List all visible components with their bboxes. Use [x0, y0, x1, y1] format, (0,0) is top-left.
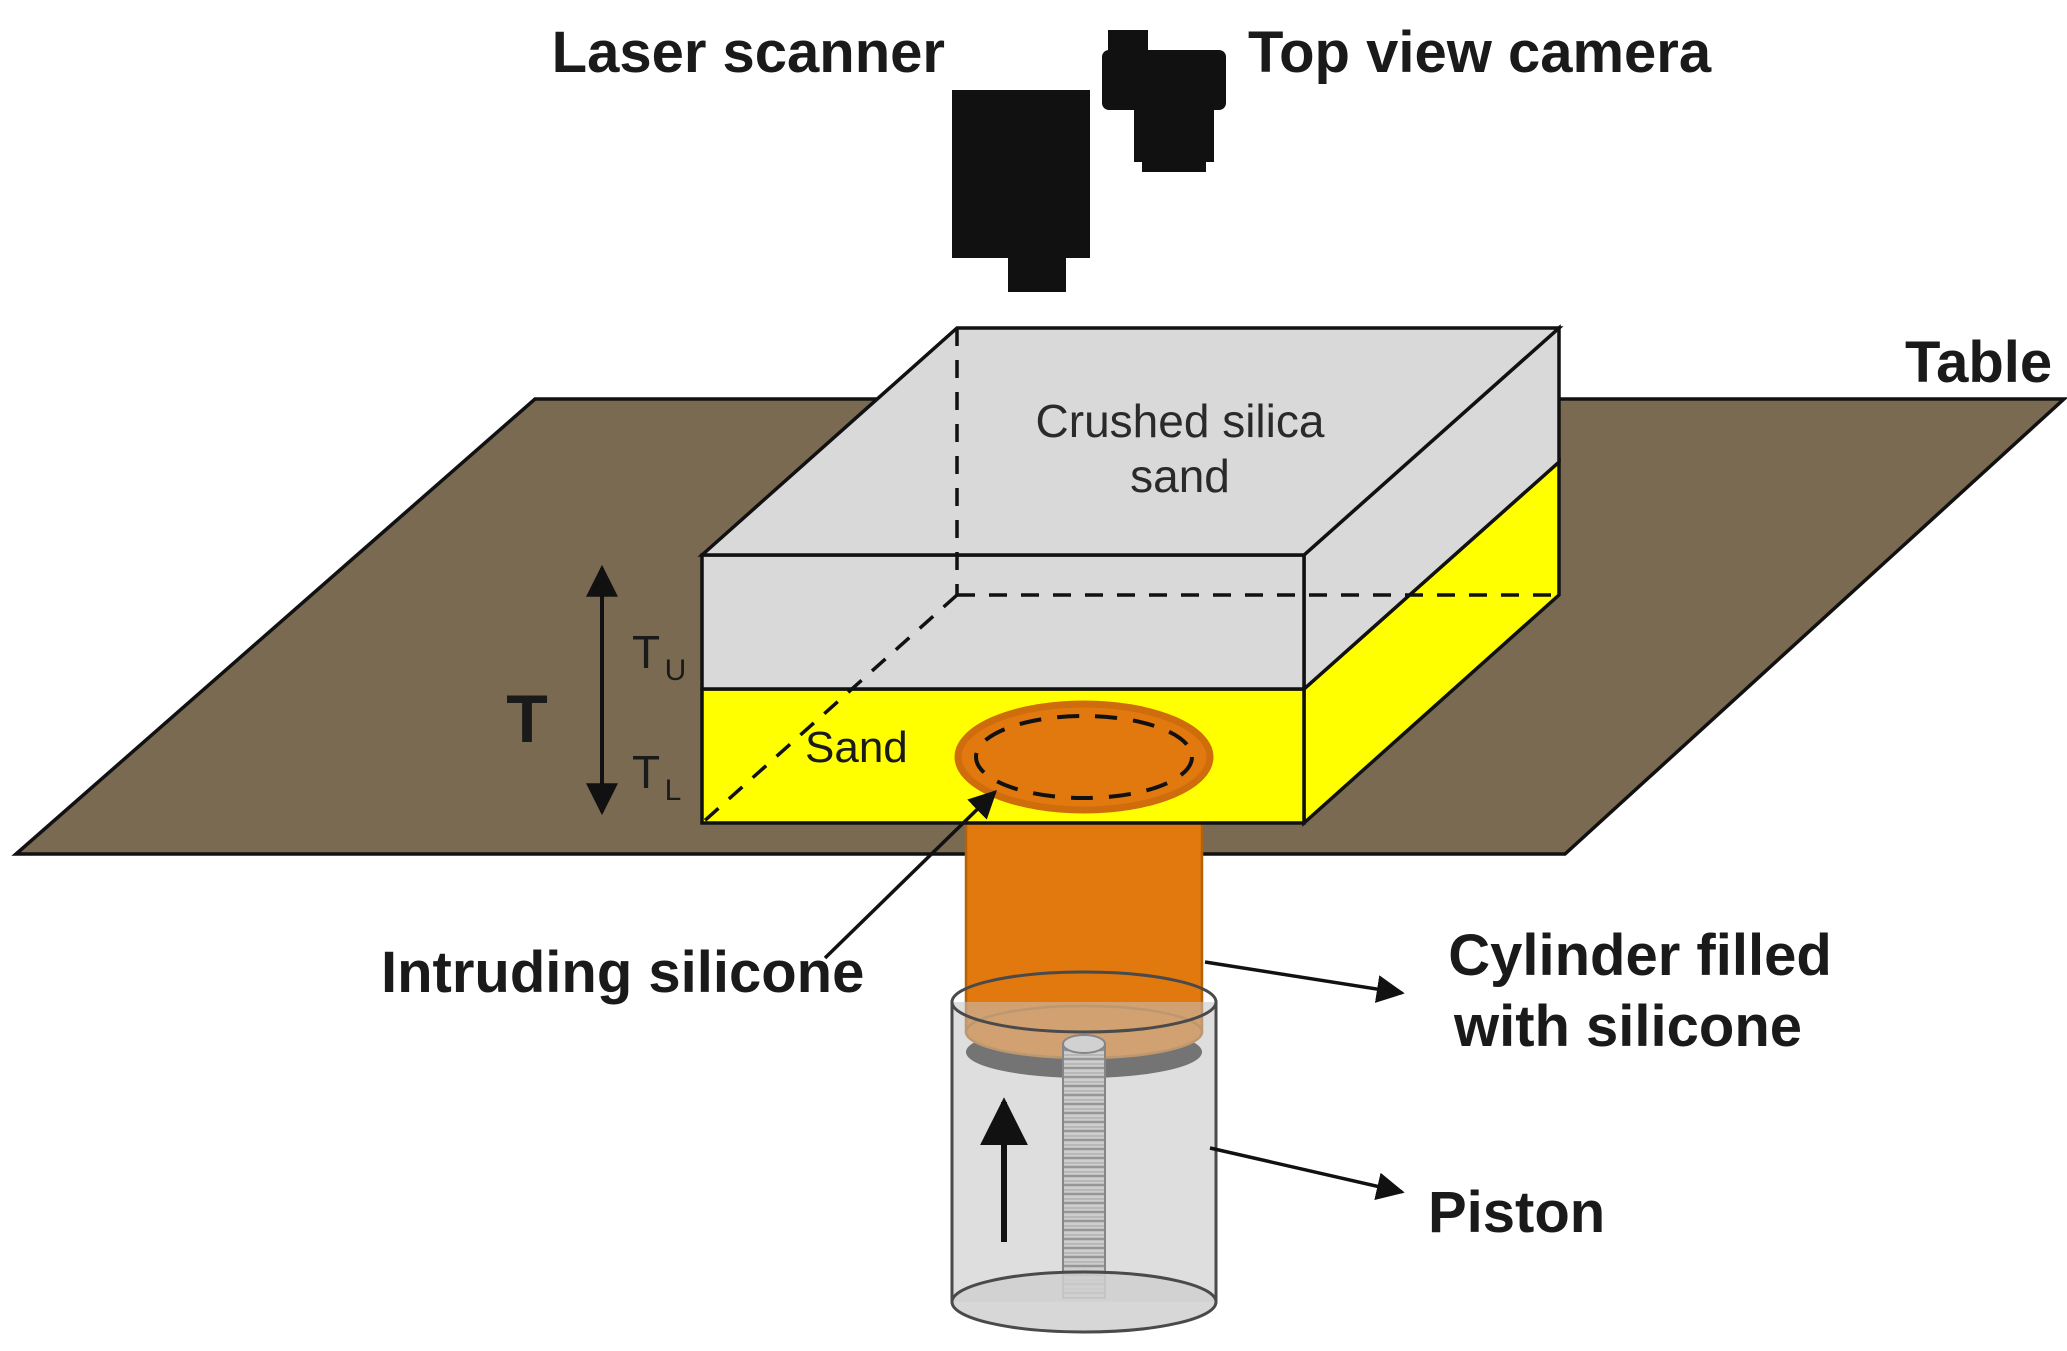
glass-cylinder-bottom [950, 1270, 1218, 1334]
crushed-silica-label-line2: sand [1130, 450, 1230, 502]
sand-label: Sand [805, 723, 908, 772]
callout-intruding-silicone: Intruding silicone [381, 790, 998, 1005]
camera-lens-tip [1142, 162, 1206, 172]
laser-scanner-label: Laser scanner [552, 20, 945, 85]
intruding-silicone-label: Intruding silicone [381, 940, 864, 1005]
sand-box-top-face [697, 326, 1564, 557]
glass-cylinder-body [952, 1002, 1216, 1302]
table-label: Table [1905, 330, 2052, 395]
callout-cylinder: Cylinder filled with silicone [1204, 923, 1832, 1059]
sand-box-front-face-upper [700, 553, 1306, 691]
cylinder-label-line2: with silicone [1453, 994, 1802, 1059]
intruding-silicone-dashed-outline [974, 714, 1194, 800]
laser-scanner-icon [952, 90, 1090, 292]
thickness-lower-label: T L [632, 746, 681, 807]
thickness-total-label: T [506, 681, 548, 757]
camera-icon [1102, 30, 1226, 172]
silicone-column [964, 816, 1204, 1034]
top-view-camera-label: Top view camera [1248, 20, 1712, 85]
intruding-silicone-pointer [823, 790, 998, 960]
cylinder-piston-assembly [950, 816, 1218, 1334]
callout-piston: Piston [1209, 1146, 1605, 1245]
thickness-upper-label: T U [632, 626, 686, 687]
piston-label: Piston [1428, 1180, 1605, 1245]
laser-scanner-aperture [1008, 258, 1066, 292]
intruding-silicone-blob [954, 700, 1214, 814]
crushed-silica-label-line1: Crushed silica [1036, 395, 1325, 447]
camera-body [1102, 50, 1226, 110]
cylinder-label-line1: Cylinder filled [1448, 923, 1832, 988]
cylinder-pointer [1204, 960, 1405, 1003]
piston-pointer [1209, 1146, 1405, 1201]
thickness-measure: T T U T L [506, 564, 686, 816]
laser-scanner-body [952, 90, 1090, 258]
camera-lens [1134, 110, 1214, 162]
sand-box: Crushed silica sand Sand [697, 324, 1564, 827]
hidden-edge-bottom-left [700, 593, 959, 825]
glass-cylinder-top-rim [950, 970, 1218, 1034]
